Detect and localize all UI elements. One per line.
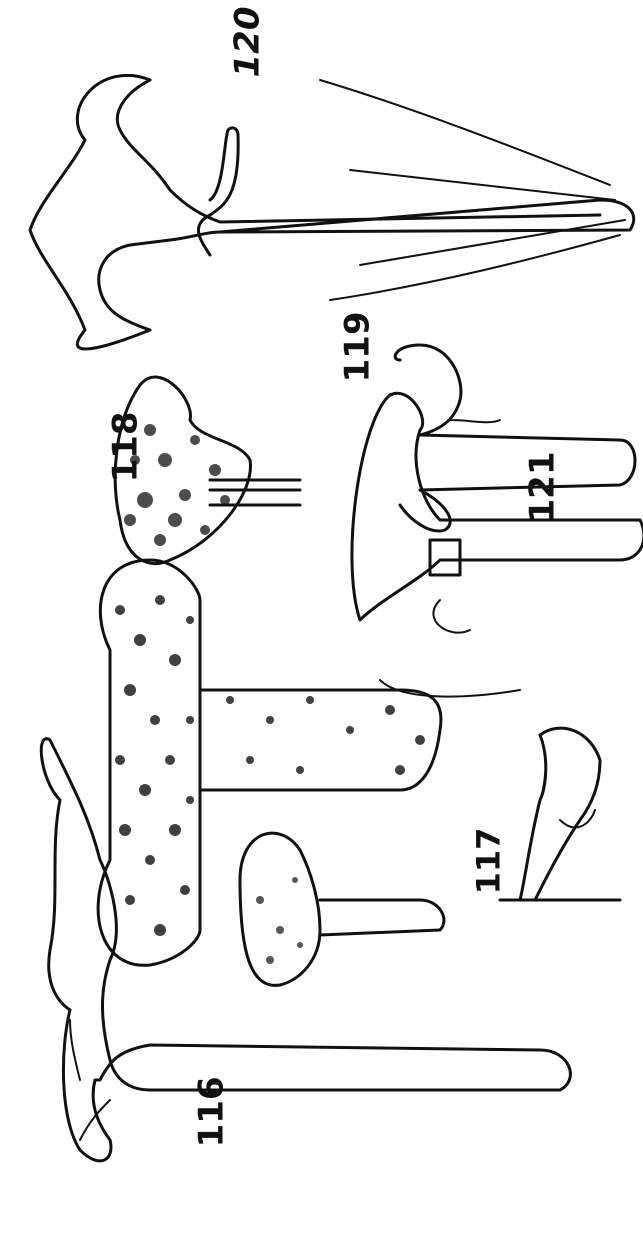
figure-label-116: 116 <box>194 1077 228 1148</box>
mushroom-118 <box>98 560 441 965</box>
figure-label-121: 121 <box>525 452 559 523</box>
mushroom-121 <box>352 345 643 697</box>
mushroom-116 <box>41 739 570 1161</box>
mushroom-120 <box>30 75 634 349</box>
figure-label-117: 117 <box>472 828 504 895</box>
figure-label-119: 119 <box>340 312 374 383</box>
mushroom-117 <box>500 728 620 900</box>
figure-label-120: 120 <box>230 7 264 78</box>
figure-label-118: 118 <box>108 412 142 483</box>
